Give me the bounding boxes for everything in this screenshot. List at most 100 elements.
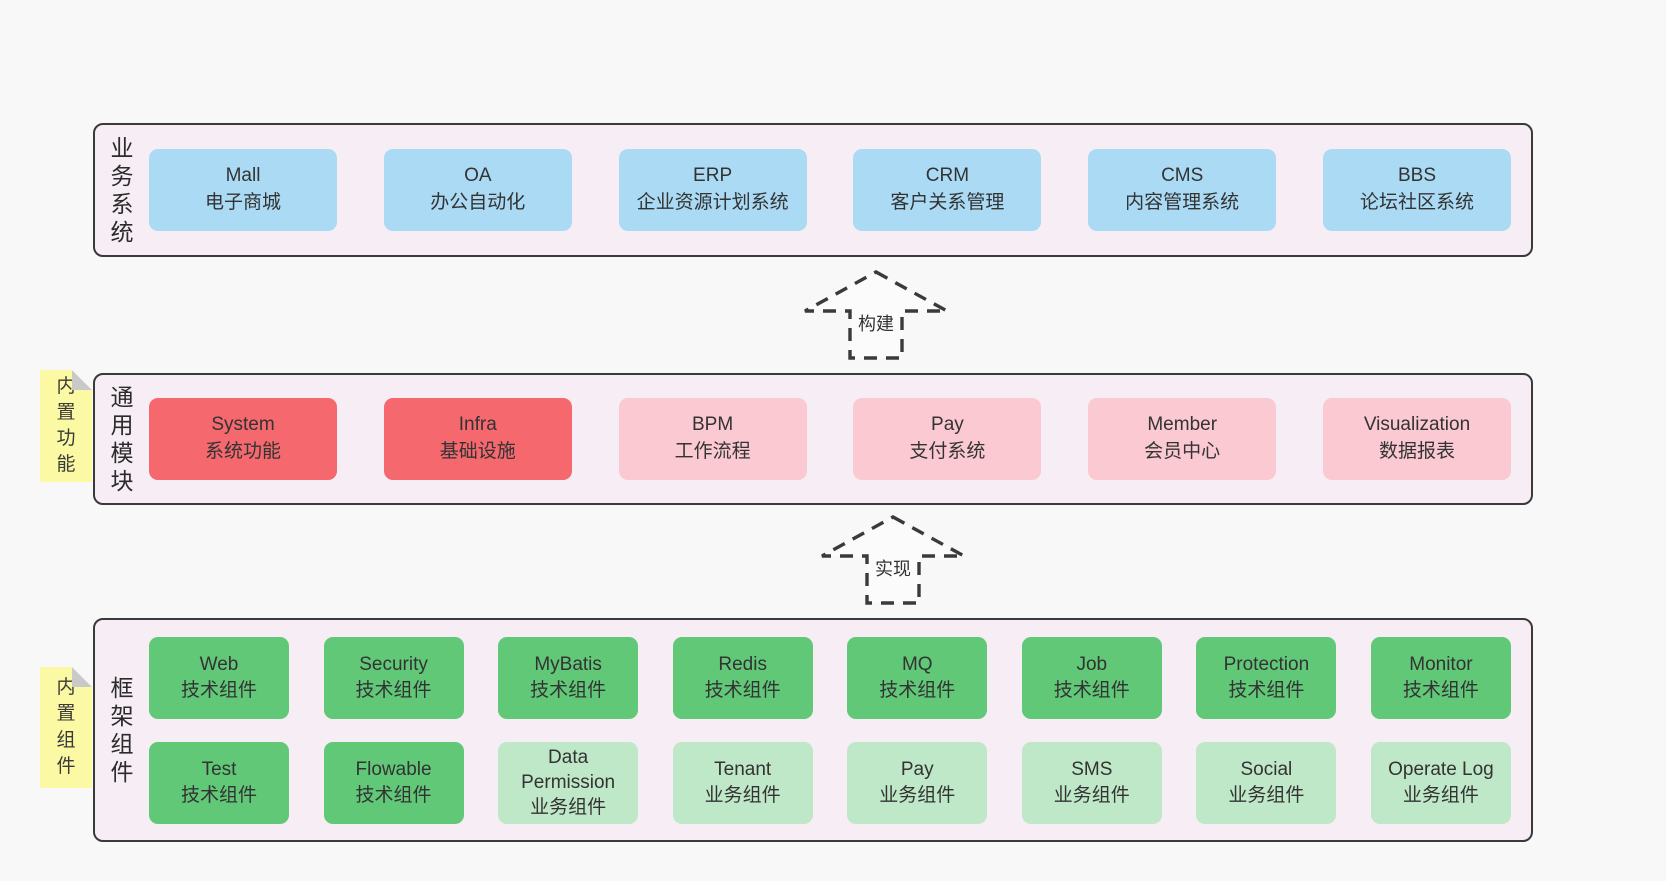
box-mybatis: MyBatis 技术组件 bbox=[498, 636, 639, 719]
box-subtitle: 电子商城 bbox=[204, 192, 281, 213]
box-subtitle: 技术组件 bbox=[355, 679, 432, 701]
component-boxes-row-2: Test 技术组件 Flowable 技术组件 Data Permission … bbox=[149, 741, 1511, 824]
box-title: Pay bbox=[900, 759, 934, 781]
box-title: Redis bbox=[718, 654, 767, 676]
box-visualization: Visualization 数据报表 bbox=[1322, 398, 1511, 480]
layer-label-business-systems: 业务系统 bbox=[110, 134, 134, 246]
box-title: Flowable bbox=[355, 759, 432, 781]
box-mq: MQ 技术组件 bbox=[847, 636, 988, 719]
box-data-permission: Data Permission 业务组件 bbox=[498, 741, 639, 824]
box-subtitle: 内容管理系统 bbox=[1125, 192, 1240, 213]
box-bpm: BPM 工作流程 bbox=[618, 398, 807, 480]
layer-label-common-modules: 通用模块 bbox=[110, 383, 134, 495]
box-subtitle: 业务组件 bbox=[530, 797, 607, 819]
box-subtitle: 技术组件 bbox=[1402, 679, 1479, 701]
component-boxes-rows: Web 技术组件 Security 技术组件 MyBatis 技术组件 Redi… bbox=[139, 636, 1531, 824]
box-subtitle: 办公自动化 bbox=[430, 192, 526, 213]
layer-common-modules: 通用模块 System 系统功能 Infra 基础设施 BPM 工作流程 Pay… bbox=[93, 373, 1533, 505]
box-subtitle: 基础设施 bbox=[439, 441, 516, 462]
box-social: Social 业务组件 bbox=[1196, 741, 1337, 824]
box-title: Test bbox=[201, 759, 237, 781]
box-subtitle: 工作流程 bbox=[674, 441, 751, 462]
box-subtitle: 业务组件 bbox=[1402, 784, 1479, 806]
box-subtitle: 技术组件 bbox=[180, 784, 257, 806]
box-subtitle: 客户关系管理 bbox=[890, 192, 1005, 213]
box-protection: Protection 技术组件 bbox=[1196, 636, 1337, 719]
arrow-implement: 实现 bbox=[818, 514, 968, 606]
box-subtitle: 技术组件 bbox=[530, 679, 607, 701]
box-member: Member 会员中心 bbox=[1088, 398, 1277, 480]
box-cms: CMS 内容管理系统 bbox=[1088, 149, 1277, 231]
box-test: Test 技术组件 bbox=[149, 741, 289, 824]
sticky-note-builtin-features: 内置功能 bbox=[40, 370, 92, 482]
box-title: Visualization bbox=[1363, 414, 1471, 436]
box-title: Monitor bbox=[1409, 654, 1473, 676]
box-erp: ERP 企业资源计划系统 bbox=[618, 149, 807, 231]
box-subtitle: 技术组件 bbox=[704, 679, 781, 701]
box-title: Pay bbox=[931, 414, 964, 436]
box-title: Mall bbox=[225, 165, 261, 187]
box-subtitle: 技术组件 bbox=[1228, 679, 1305, 701]
box-title: Data Permission bbox=[521, 746, 616, 793]
box-subtitle: 技术组件 bbox=[355, 784, 432, 806]
box-title: Infra bbox=[458, 414, 497, 436]
box-title: BPM bbox=[692, 414, 734, 436]
layer-business-systems: 业务系统 Mall 电子商城 OA 办公自动化 ERP 企业资源计划系统 CRM… bbox=[93, 123, 1533, 257]
box-sms: SMS 业务组件 bbox=[1021, 741, 1162, 824]
box-title: Web bbox=[199, 654, 239, 676]
box-system: System 系统功能 bbox=[149, 398, 337, 480]
folded-corner-icon bbox=[72, 667, 92, 687]
box-title: Security bbox=[359, 654, 428, 676]
module-boxes-row: System 系统功能 Infra 基础设施 BPM 工作流程 Pay 支付系统… bbox=[139, 398, 1531, 480]
box-subtitle: 支付系统 bbox=[909, 441, 986, 462]
box-tenant: Tenant 业务组件 bbox=[672, 741, 813, 824]
box-subtitle: 技术组件 bbox=[879, 679, 956, 701]
box-subtitle: 业务组件 bbox=[704, 784, 781, 806]
box-title: Social bbox=[1240, 759, 1293, 781]
box-web: Web 技术组件 bbox=[149, 636, 289, 719]
box-title: System bbox=[211, 414, 275, 436]
arrow-implement-label: 实现 bbox=[872, 555, 914, 581]
box-title: Operate Log bbox=[1388, 759, 1494, 781]
layer-label-framework-components: 框架组件 bbox=[110, 674, 134, 786]
box-pay-component: Pay 业务组件 bbox=[847, 741, 988, 824]
box-subtitle: 数据报表 bbox=[1378, 441, 1455, 462]
arrow-build-label: 构建 bbox=[855, 310, 897, 336]
box-flowable: Flowable 技术组件 bbox=[323, 741, 464, 824]
box-infra: Infra 基础设施 bbox=[383, 398, 572, 480]
sticky-note-builtin-components: 内置组件 bbox=[40, 667, 92, 788]
box-bbs: BBS 论坛社区系统 bbox=[1322, 149, 1511, 231]
sticky-note-label: 内置组件 bbox=[56, 677, 76, 777]
box-job: Job 技术组件 bbox=[1021, 636, 1162, 719]
box-title: MQ bbox=[901, 654, 933, 676]
arrow-build: 构建 bbox=[801, 269, 951, 361]
box-operate-log: Operate Log 业务组件 bbox=[1370, 741, 1511, 824]
box-oa: OA 办公自动化 bbox=[383, 149, 572, 231]
box-subtitle: 技术组件 bbox=[180, 679, 257, 701]
box-pay-module: Pay 支付系统 bbox=[853, 398, 1042, 480]
box-title: ERP bbox=[693, 165, 733, 187]
sticky-note-label: 内置功能 bbox=[56, 375, 76, 476]
box-subtitle: 企业资源计划系统 bbox=[636, 192, 789, 213]
box-subtitle: 业务组件 bbox=[879, 784, 956, 806]
box-subtitle: 论坛社区系统 bbox=[1359, 192, 1474, 213]
box-title: MyBatis bbox=[534, 654, 602, 676]
box-title: CMS bbox=[1161, 165, 1204, 187]
box-title: Protection bbox=[1223, 654, 1310, 676]
box-security: Security 技术组件 bbox=[323, 636, 464, 719]
box-monitor: Monitor 技术组件 bbox=[1370, 636, 1511, 719]
box-redis: Redis 技术组件 bbox=[672, 636, 813, 719]
folded-corner-icon bbox=[72, 370, 92, 390]
box-crm: CRM 客户关系管理 bbox=[853, 149, 1042, 231]
box-title: Member bbox=[1147, 414, 1218, 436]
layer-framework-components: 框架组件 Web 技术组件 Security 技术组件 MyBatis 技术组件… bbox=[93, 618, 1533, 842]
component-boxes-row-1: Web 技术组件 Security 技术组件 MyBatis 技术组件 Redi… bbox=[149, 636, 1511, 719]
box-mall: Mall 电子商城 bbox=[149, 149, 337, 231]
box-subtitle: 业务组件 bbox=[1053, 784, 1130, 806]
box-title: Job bbox=[1076, 654, 1108, 676]
box-title: Tenant bbox=[714, 759, 772, 781]
box-subtitle: 会员中心 bbox=[1144, 441, 1221, 462]
box-subtitle: 业务组件 bbox=[1228, 784, 1305, 806]
box-subtitle: 技术组件 bbox=[1053, 679, 1130, 701]
